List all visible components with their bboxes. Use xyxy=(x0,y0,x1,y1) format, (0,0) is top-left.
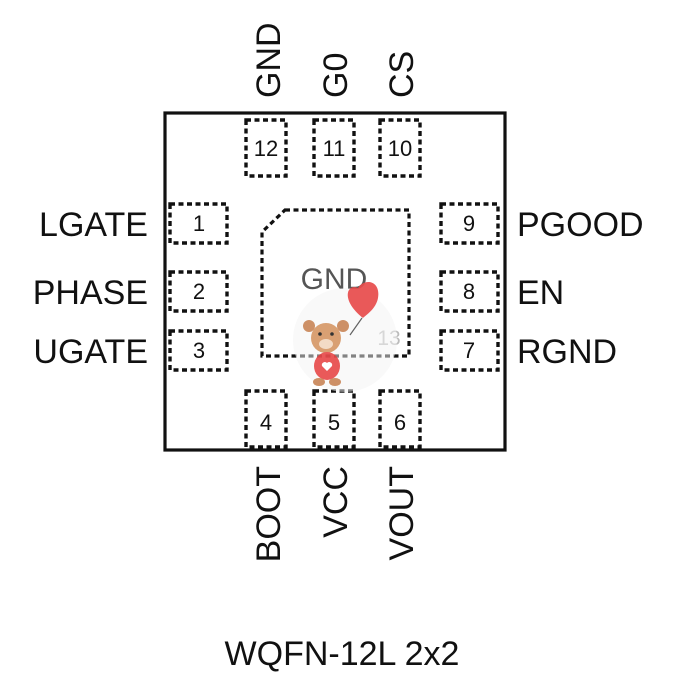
pin-11-number: 11 xyxy=(323,136,346,161)
pin-5-label: VCC xyxy=(317,466,355,538)
left-pins: 1 LGATE 2 PHASE 3 UGATE xyxy=(33,202,229,372)
pin-7-number: 7 xyxy=(463,338,475,363)
teddy-bear-with-heart-balloon-icon xyxy=(293,282,397,392)
pin-11-pad xyxy=(312,118,356,178)
pin-9-number: 9 xyxy=(463,211,475,236)
pin-6-number: 6 xyxy=(394,410,406,435)
pin-2-number: 2 xyxy=(193,279,205,304)
bottom-pins: 4 BOOT 5 VCC 6 VOUT xyxy=(244,389,422,562)
pin-10-pad xyxy=(378,118,422,178)
pin-9-label: PGOOD xyxy=(517,206,644,244)
pin-4-label: BOOT xyxy=(250,466,288,562)
pin-4-number: 4 xyxy=(260,410,272,435)
pin-2-pad xyxy=(168,270,229,313)
pin-1-pad xyxy=(168,202,229,245)
pin-11-label: G0 xyxy=(317,53,355,98)
pin-8-number: 8 xyxy=(463,279,475,304)
pin-8-pad xyxy=(439,270,500,313)
package-label: WQFN-12L 2x2 xyxy=(225,635,460,673)
pin-12-number: 12 xyxy=(254,136,278,161)
pin-6-label: VOUT xyxy=(383,466,421,560)
pin-2-label: PHASE xyxy=(33,274,148,312)
pin-5-pad xyxy=(312,389,356,449)
pin-12-label: GND xyxy=(250,22,288,98)
pin-4-pad xyxy=(244,389,288,449)
pin-3-number: 3 xyxy=(193,338,205,363)
pin-1-label: LGATE xyxy=(39,206,148,244)
pin-3-pad xyxy=(168,329,229,372)
pin-7-pad xyxy=(439,329,500,372)
pin-7-label: RGND xyxy=(517,333,617,371)
pin-3-label: UGATE xyxy=(33,333,148,371)
pin-10-number: 10 xyxy=(388,136,412,161)
pin-12-pad xyxy=(244,118,288,178)
right-pins: 9 PGOOD 8 EN 7 RGND xyxy=(439,202,644,372)
pin-1-number: 1 xyxy=(193,211,205,236)
pin-10-label: CS xyxy=(383,51,421,98)
pin-5-number: 5 xyxy=(328,410,340,435)
pin-8-label: EN xyxy=(517,274,564,312)
package-body xyxy=(163,111,507,452)
pin-9-pad xyxy=(439,202,500,245)
top-pins: 12 GND 11 G0 10 CS xyxy=(244,22,422,178)
pin-6-pad xyxy=(378,389,422,449)
